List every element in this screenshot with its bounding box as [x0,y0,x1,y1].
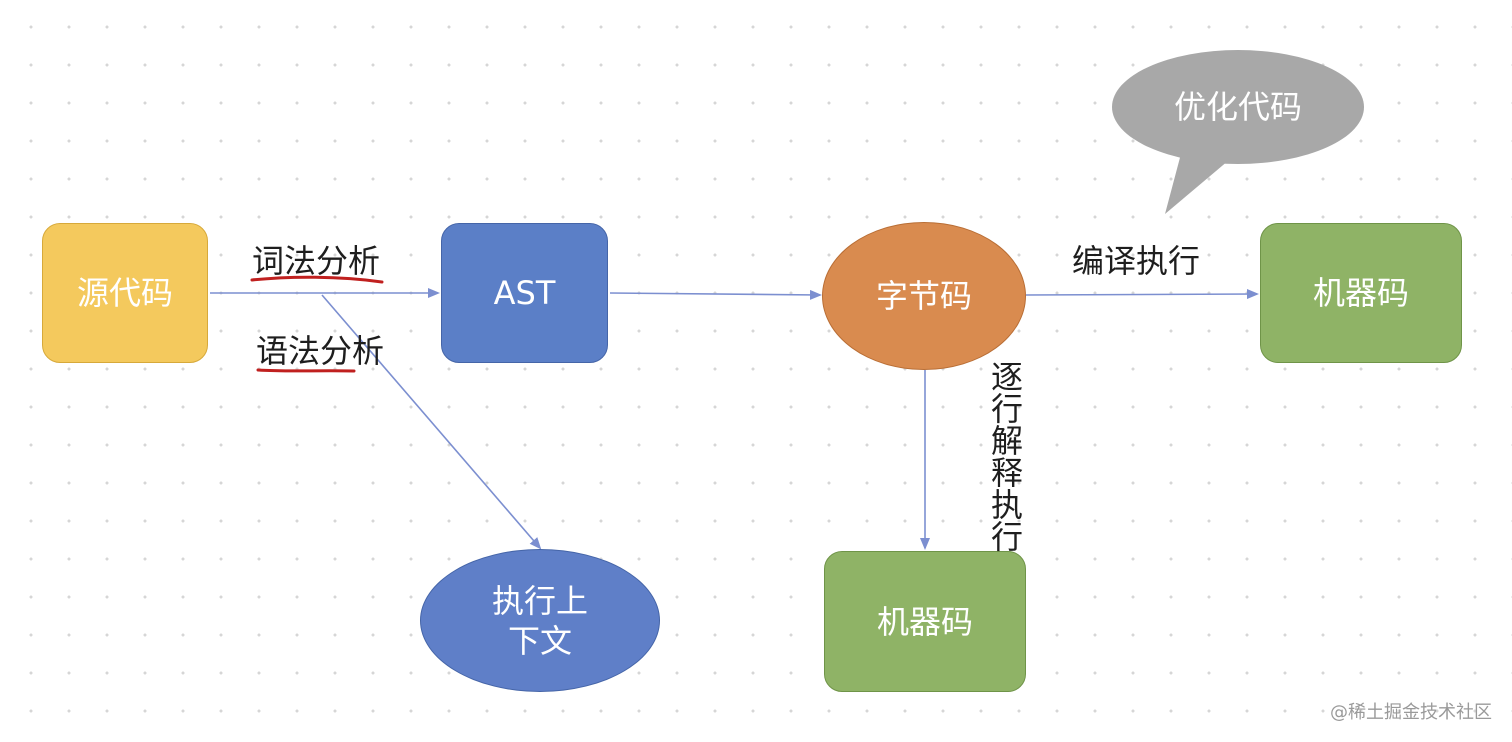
machine-code-label-top: 机器码 [1312,274,1409,312]
machine-code-label-bottom: 机器码 [876,602,973,641]
machine-code-node-top[interactable]: 机器码 [1260,223,1462,363]
source-code-node[interactable]: 源代码 [42,223,208,363]
arrow-bytecode-to-machine-code [1025,289,1259,300]
bytecode-node[interactable]: 字节码 [822,222,1026,370]
bytecode-label: 字节码 [875,277,972,315]
compile-execute-label: 编译执行 [1072,242,1201,280]
execution-context-label: 执行上 下文 [491,581,588,660]
optimize-code-bubble: 优化代码 [1112,50,1364,164]
underline-syntax [256,368,356,373]
optimize-code-label: 优化代码 [1173,88,1302,126]
arrow-to-execution-context [321,294,542,550]
execution-context-node[interactable]: 执行上 下文 [420,549,660,692]
interpret-line-by-line-label: 逐行解释执行 [986,360,1024,552]
machine-code-node-bottom[interactable]: 机器码 [824,551,1026,692]
syntax-analysis-label: 语法分析 [256,332,385,370]
ast-node[interactable]: AST [441,223,608,363]
lexical-analysis-label: 词法分析 [252,242,381,280]
source-code-label: 源代码 [76,274,173,312]
arrow-ast-to-bytecode [609,289,822,300]
bubble-tail [1165,150,1235,214]
ast-label: AST [493,274,556,312]
watermark: @稀土掘金技术社区 [1330,702,1492,723]
underline-lexical [250,275,384,284]
